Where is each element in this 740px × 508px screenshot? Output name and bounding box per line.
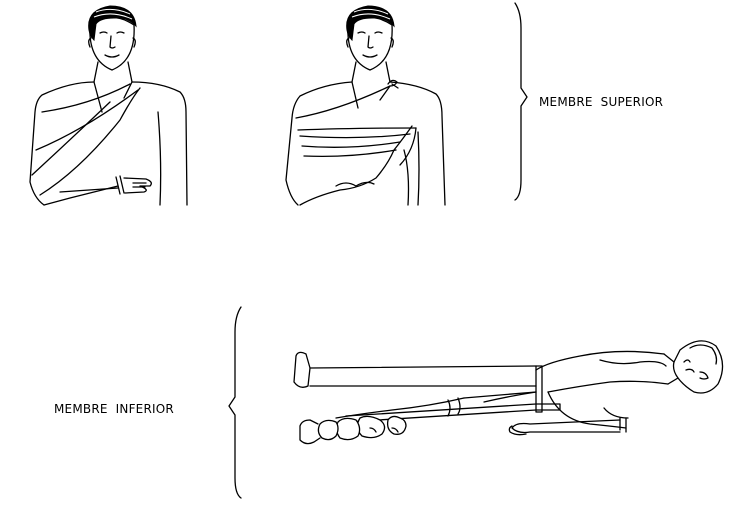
figure-leg-splint-lying: [294, 341, 723, 444]
figure-arm-sling-cravat: [286, 6, 445, 205]
brace-upper: [515, 3, 527, 200]
label-upper-limb: MEMBRE SUPERIOR: [539, 95, 663, 109]
label-lower-limb: MEMBRE INFERIOR: [54, 402, 174, 416]
figure-arm-sling-triangular: [30, 6, 187, 205]
brace-lower: [229, 307, 241, 498]
